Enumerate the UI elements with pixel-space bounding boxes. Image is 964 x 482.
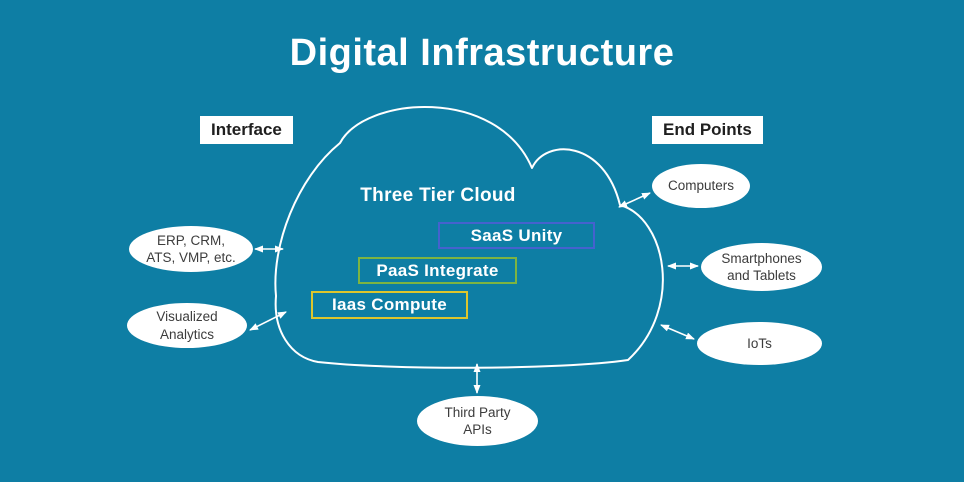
node-erp-crm: ERP, CRM, ATS, VMP, etc. [129, 226, 253, 272]
page-title: Digital Infrastructure [289, 32, 675, 74]
node-computers: Computers [652, 164, 750, 208]
node-third-party-apis-line2: APIs [463, 422, 492, 437]
node-third-party-apis: Third Party APIs [417, 396, 538, 446]
cloud-outline [274, 105, 664, 369]
tier-box-iaas: Iaas Compute [311, 291, 468, 319]
node-erp-crm-line1: ERP, CRM, [156, 232, 225, 248]
arrow-cloud-computers [618, 192, 651, 208]
arrow-cloud-iots [660, 324, 695, 340]
tier-box-saas: SaaS Unity [438, 222, 595, 249]
node-visualized-analytics-line2: Analytics [159, 326, 215, 342]
node-iots-line1: IoTs [747, 335, 772, 351]
tier-box-paas: PaaS Integrate [358, 257, 517, 284]
node-visualized-analytics: Visualized Analytics [127, 303, 247, 348]
node-third-party-apis-line1: Third Party [444, 404, 511, 420]
node-smartphones-tablets: Smartphones and Tablets [701, 243, 822, 291]
endpoints-label: End Points [652, 116, 763, 144]
arrow-analytics-cloud [249, 311, 287, 331]
node-computers-line1: Computers [667, 178, 735, 194]
node-iots: IoTs [697, 322, 822, 365]
node-erp-crm-line2: ATS, VMP, etc. [146, 250, 236, 265]
node-smartphones-tablets-line2: and Tablets [727, 268, 796, 283]
cloud-title: Three Tier Cloud [360, 185, 516, 206]
node-smartphones-tablets-line1: Smartphones [721, 250, 802, 266]
interface-label: Interface [200, 116, 293, 144]
node-visualized-analytics-line1: Visualized [156, 309, 218, 325]
